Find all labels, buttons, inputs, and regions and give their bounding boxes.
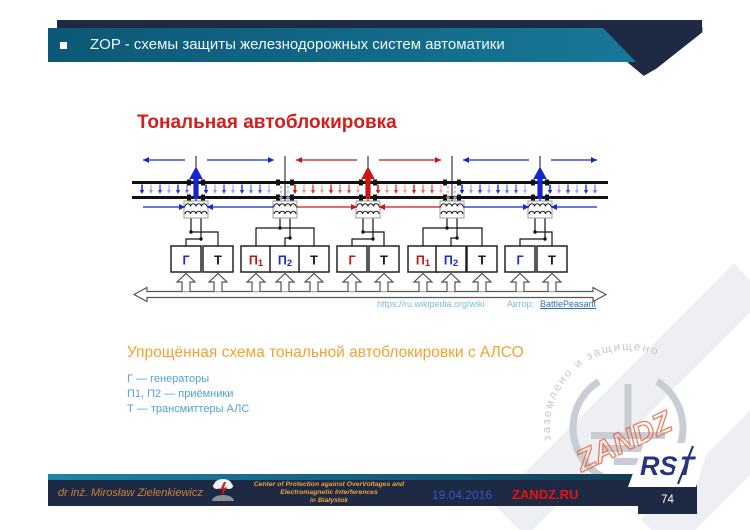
footer-institution-line: Electromagnetic Interferences	[280, 489, 378, 496]
author-label: Автор:	[507, 299, 535, 309]
equipment-box-label: Т	[548, 254, 556, 268]
header-bar: ZOP - схемы защиты железнодорожных систе…	[48, 28, 636, 62]
equipment-box-label: Т	[478, 254, 486, 268]
footer-institution: Center of Protection against OverVoltage…	[243, 481, 415, 505]
header-title: ZOP - схемы защиты железнодорожных систе…	[90, 36, 505, 53]
footer-page-block	[638, 489, 697, 514]
zandz-site-link[interactable]: ZANDZ.RU	[512, 487, 579, 502]
footer-bar	[48, 480, 697, 506]
footer-author: dr inż. Mirosław Zielenkiewicz	[58, 487, 203, 499]
equipment-box-label: П2	[278, 254, 292, 270]
equipment-box-label: Г	[182, 254, 189, 268]
footer-date: 19.04.2016	[432, 488, 493, 502]
lightning-protection-logo-icon	[212, 479, 234, 501]
header-top-strip	[57, 20, 702, 28]
diagram-caption: Упрощённая схема тональной автоблокировк…	[127, 344, 524, 361]
page-title: Тональная автоблокировка	[137, 112, 397, 133]
footer-institution-line: in Białystok	[309, 497, 349, 504]
equipment-box-label: П2	[444, 254, 458, 270]
page-number: 74	[661, 494, 674, 506]
equipment-box-label: Т	[310, 254, 318, 268]
author-link[interactable]: BattlePeasant	[540, 299, 597, 309]
bullet-icon	[60, 42, 67, 49]
source-url: https://ru.wikipedia.org/wiki	[377, 299, 485, 309]
equipment-box-label: Т	[214, 254, 222, 268]
ground-symbol-icon	[591, 384, 665, 465]
equipment-box-label: П1	[416, 254, 431, 270]
equipment-box-label: Г	[348, 254, 355, 268]
footer-teal-strip	[48, 474, 640, 480]
rst-logo: RST	[628, 443, 710, 487]
diagram-legend: Г — генераторы П1, П2 — приёмники Т — тр…	[127, 372, 249, 417]
tonal-autoblock-diagram: Г Т П1 П2 Т Г Т П1 П2 Т Г Т	[132, 156, 608, 303]
legend-line-receivers: П1, П2 — приёмники	[127, 388, 234, 400]
equipment-box-label: Т	[380, 254, 388, 268]
rst-logo-text: RST	[640, 451, 697, 481]
equipment-box-label: Г	[516, 254, 523, 268]
legend-line-generators: Г — генераторы	[127, 373, 210, 385]
legend-line-transmitters: Т — трансмиттеры АЛС	[127, 403, 250, 415]
equipment-box-label: П1	[249, 254, 264, 270]
footer-institution-line: Center of Protection against OverVoltage…	[253, 481, 405, 488]
